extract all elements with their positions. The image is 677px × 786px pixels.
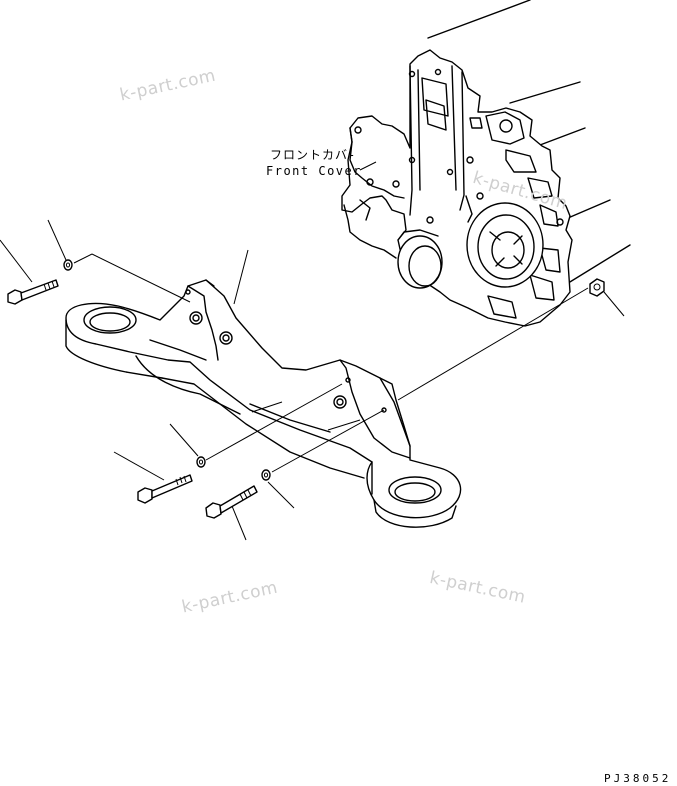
leader-bolt-lower-left [113, 451, 165, 481]
leader-washer-lower-right [267, 481, 295, 509]
front-cover-label-en: Front Cover [266, 164, 362, 178]
leader-nut [603, 291, 625, 317]
leader-bracket [233, 249, 249, 305]
assembly-line-lower-2 [271, 409, 385, 473]
drawing-code: PJ38052 [604, 772, 672, 785]
leader-bolt-upper-left [0, 239, 33, 283]
washer-lower-right [261, 469, 271, 481]
leader-washer-lower-left [169, 423, 199, 457]
bolt-lower-left [137, 474, 193, 504]
washer-lower-left [196, 456, 206, 468]
nut-right [589, 278, 605, 297]
bolt-lower-right [205, 485, 258, 519]
assembly-line-lower-1 [205, 383, 343, 461]
assembly-line-upper-2 [91, 253, 191, 303]
assembly-line-upper [73, 253, 93, 264]
support-bracket [65, 279, 462, 528]
leader-front-cover [359, 161, 377, 171]
assembly-line-right [397, 287, 589, 401]
leader-washer-upper-left [47, 219, 67, 261]
leader-bolt-lower-right [231, 505, 247, 541]
front-cover-housing [341, 0, 631, 327]
washer-upper-left [63, 259, 73, 271]
bolt-upper-left [7, 279, 59, 305]
front-cover-label-jp: フロントカバ- [270, 148, 357, 162]
